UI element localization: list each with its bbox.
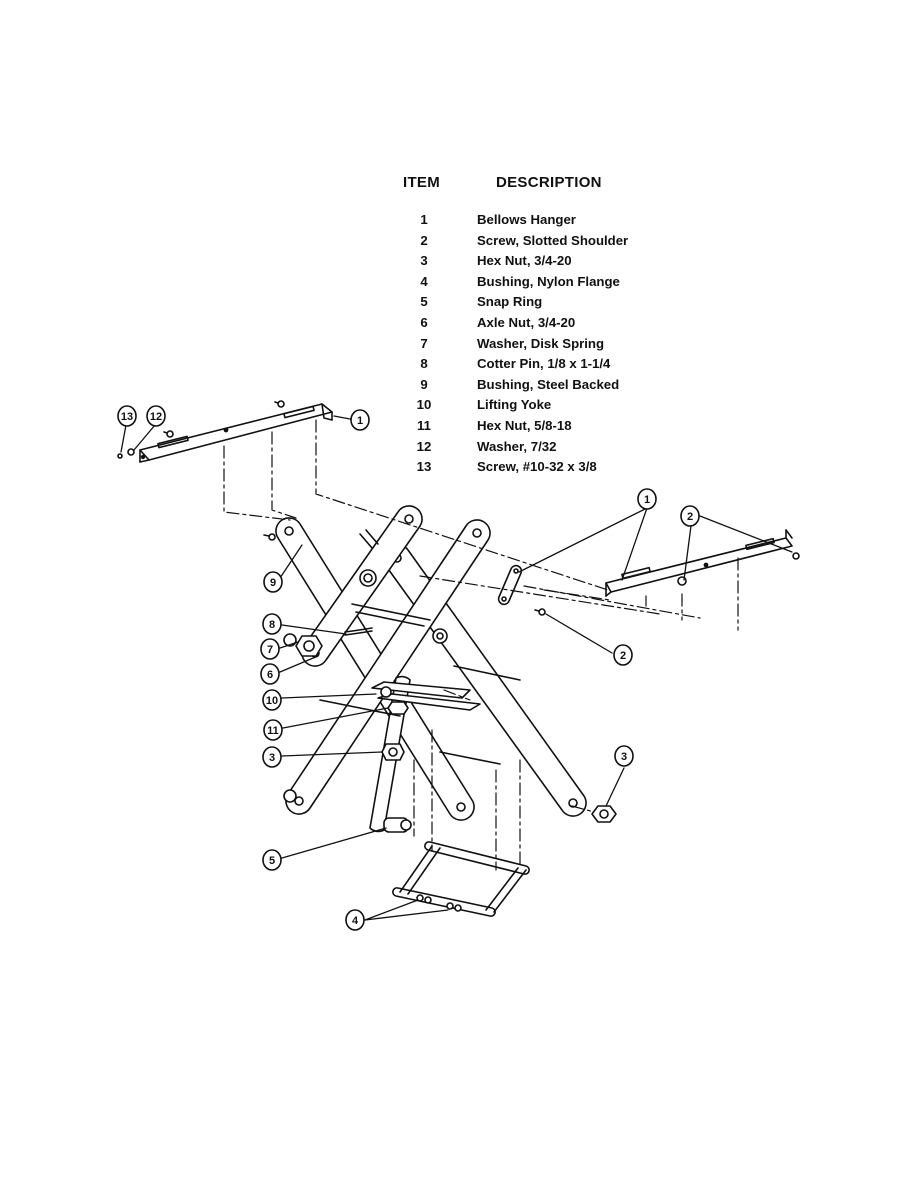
svg-text:3: 3	[621, 751, 627, 763]
assembly-dashed-lines	[223, 419, 739, 871]
item-number: 1	[420, 212, 428, 227]
callout-12: 12	[146, 405, 166, 427]
callout-4: 4	[345, 909, 365, 931]
svg-text:7: 7	[267, 644, 273, 656]
item-number: 3	[420, 253, 428, 269]
callout-3-left: 3	[262, 746, 282, 768]
callout-1-right: 1	[637, 488, 657, 510]
item-description: Snap Ring	[477, 294, 543, 310]
item-description: Screw, Slotted Shoulder	[477, 232, 629, 248]
table-row: 4 Bushing, Nylon Flange	[395, 274, 695, 295]
svg-text:12: 12	[150, 411, 162, 423]
item-description: Bellows Hanger	[477, 212, 576, 227]
item-number: 8	[420, 356, 428, 372]
svg-text:2: 2	[620, 650, 626, 662]
table-row: 10 Lifting Yoke	[395, 397, 695, 418]
item-description: Bushing, Steel Backed	[477, 376, 620, 392]
callout-8: 8	[262, 613, 282, 635]
table-row: 2 Screw, Slotted Shoulder	[395, 233, 695, 254]
table-row: 13 Screw, #10-32 x 3/8	[395, 459, 695, 480]
item-number: 6	[420, 314, 428, 330]
item-description: Hex Nut, 5/8-18	[477, 417, 572, 433]
callout-6: 6	[260, 663, 280, 685]
cotter-pin	[344, 627, 373, 636]
svg-text:4: 4	[352, 915, 359, 927]
bottom-axle-assembly	[392, 841, 530, 917]
table-row: 9 Bushing, Steel Backed	[395, 377, 695, 398]
svg-text:13: 13	[121, 411, 133, 423]
table-row: 3 Hex Nut, 3/4-20	[395, 253, 695, 274]
table-row: 8 Cotter Pin, 1/8 x 1-1/4	[395, 356, 695, 377]
item-description: Axle Nut, 3/4-20	[477, 314, 576, 330]
item-description: Lifting Yoke	[477, 397, 552, 413]
svg-text:2: 2	[687, 511, 693, 523]
item-number: 12	[416, 438, 432, 454]
item-number: 13	[416, 459, 432, 475]
item-number: 2	[420, 232, 428, 248]
table-row: 1 Bellows Hanger	[395, 212, 695, 233]
svg-text:3: 3	[269, 752, 275, 764]
right-bellows-hanger	[534, 529, 800, 616]
description-column-header: DESCRIPTION	[496, 174, 602, 191]
callout-3-right: 3	[614, 745, 634, 767]
callout-1-left: 1	[350, 409, 370, 431]
item-description: Hex Nut, 3/4-20	[477, 253, 572, 269]
scissor-link-front-right	[382, 543, 587, 817]
parts-rows: 1 Bellows Hanger 2 Screw, Slotted Shoulder…	[395, 212, 695, 480]
scissor-cross-bars	[319, 529, 521, 765]
svg-text:6: 6	[267, 669, 273, 681]
item-description: Washer, Disk Spring	[477, 335, 605, 351]
callout-13: 13	[117, 405, 137, 427]
item-description: Cotter Pin, 1/8 x 1-1/4	[477, 356, 611, 372]
svg-text:1: 1	[644, 494, 650, 506]
table-row: 7 Washer, Disk Spring	[395, 336, 695, 357]
callout-2-right-mid: 2	[613, 644, 633, 666]
left-bellows-hanger	[139, 403, 333, 463]
hardware-on-assembly	[283, 569, 617, 833]
callout-5: 5	[262, 849, 282, 871]
item-number: 5	[420, 294, 428, 310]
item-column-header: ITEM	[403, 174, 441, 191]
callout-9: 9	[263, 571, 283, 593]
item-number: 4	[420, 273, 428, 289]
item-description: Screw, #10-32 x 3/8	[477, 459, 597, 475]
callout-leaders	[120, 415, 793, 921]
item-description: Bushing, Nylon Flange	[477, 273, 620, 289]
item-number: 10	[416, 397, 432, 413]
item-number: 7	[420, 335, 428, 351]
table-row: 6 Axle Nut, 3/4-20	[395, 315, 695, 336]
item-number: 9	[420, 376, 428, 392]
left-hanger-screws	[117, 400, 285, 541]
callout-balloons: 13 12 1 1 2 9 2 8	[117, 405, 700, 931]
svg-text:9: 9	[270, 577, 276, 589]
item-description: Washer, 7/32	[477, 438, 557, 454]
lifting-yoke	[371, 681, 481, 711]
svg-text:1: 1	[357, 415, 363, 427]
callout-11: 11	[263, 719, 283, 741]
svg-text:8: 8	[269, 619, 275, 631]
table-row: 11 Hex Nut, 5/8-18	[395, 418, 695, 439]
table-row: 5 Snap Ring	[395, 294, 695, 315]
table-row: 12 Washer, 7/32	[395, 439, 695, 460]
svg-text:5: 5	[269, 855, 275, 867]
callout-2-right-top: 2	[680, 505, 700, 527]
callout-7: 7	[260, 638, 280, 660]
slotted-shoulder-link	[497, 564, 523, 606]
svg-text:10: 10	[266, 695, 278, 707]
svg-text:11: 11	[267, 725, 279, 737]
item-number: 11	[417, 417, 431, 433]
callout-10: 10	[262, 689, 282, 711]
